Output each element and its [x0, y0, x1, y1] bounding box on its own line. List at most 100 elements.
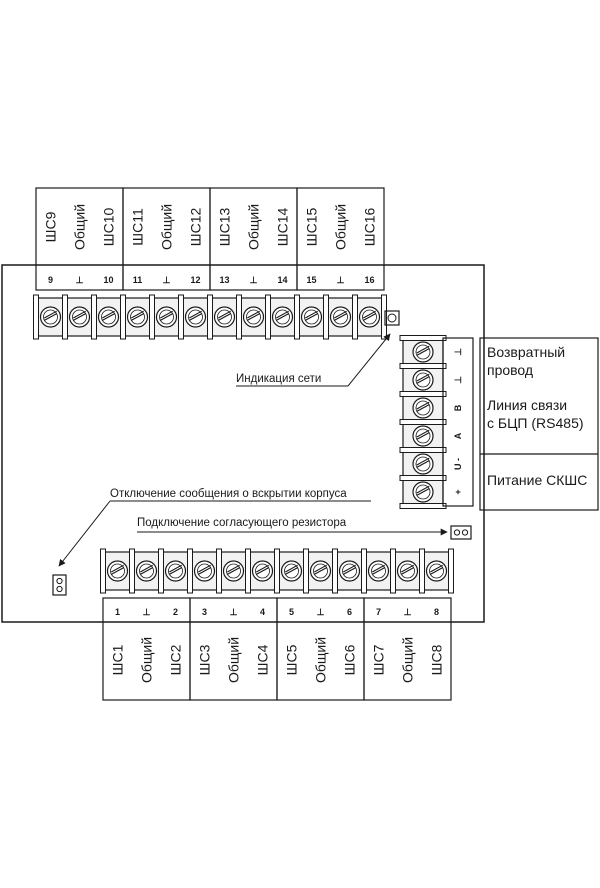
top-terminal-separator: [120, 294, 126, 340]
right-terminal-screw-3-slot-a: [416, 404, 430, 412]
top-terminal-screw-1-slot-a: [44, 313, 57, 321]
top-terminal-separator: [149, 294, 155, 340]
network-indication-arrow: [347, 333, 391, 387]
right-terminal-marking: А: [453, 432, 463, 439]
bottom-terminal-screw-3-slot-b: [169, 564, 182, 573]
right-terminal-screw-6-slot-b: [416, 485, 430, 494]
top-terminal-separator: [265, 294, 271, 340]
top-terminal-separator: [294, 294, 300, 340]
right-terminal-strip: ⊥⊥ВАU -+: [399, 335, 474, 509]
bottom-terminal-screw-10-rim: [371, 563, 386, 579]
right-terminal-screw-5-slot-a: [416, 460, 430, 468]
top-terminal-separator: [381, 294, 387, 340]
bottom-terminal-number: 6: [347, 607, 352, 617]
tamper-jumper: [52, 574, 67, 596]
bottom-terminal-screw-3-rim: [168, 563, 183, 579]
top-terminal-strip: [33, 294, 387, 340]
bottom-line-label: Общий: [226, 637, 242, 683]
right-terminal-separator: [399, 391, 447, 397]
bottom-line-label: ШС5: [284, 644, 300, 675]
bottom-terminal-screw-6-slot-b: [256, 564, 269, 573]
top-terminal-screw-4-slot-a: [131, 313, 144, 321]
bottom-terminal-strip: [100, 548, 454, 594]
top-terminal-screw-2-slot-a: [73, 313, 86, 321]
bottom-terminal-separator: [361, 548, 367, 594]
top-line-label: ШС13: [217, 208, 233, 247]
right-terminal-marking: U -: [453, 458, 463, 470]
bottom-terminal-screw-3-slot-a: [169, 567, 182, 575]
bottom-terminal-screw-10-slot-b: [372, 564, 385, 573]
bottom-terminal-screw-2-slot-b: [140, 564, 153, 573]
top-terminal-screw-1-slot-b: [44, 310, 57, 319]
right-terminal-screw-3-slot-b: [416, 401, 430, 410]
bottom-terminal-screw-8-rim: [313, 563, 328, 579]
bottom-line-label: Общий: [400, 637, 416, 683]
top-terminal-number: ⊥: [163, 275, 171, 285]
bottom-terminal-separator: [274, 548, 280, 594]
top-terminal-number: 13: [219, 275, 229, 285]
top-terminal-screw-11-slot-a: [334, 313, 347, 321]
bottom-terminal-screw-1-slot-b: [111, 564, 124, 573]
bottom-line-label: ШС3: [197, 644, 213, 675]
top-terminal-screw-10-rim: [304, 309, 319, 325]
bottom-line-label: Общий: [313, 637, 329, 683]
resistor-label: Подключение согласующего резистора: [137, 517, 347, 529]
bottom-terminal-screw-2-slot-a: [140, 567, 153, 575]
top-terminal-screw-6-slot-b: [189, 310, 202, 319]
bottom-terminal-screw-2-rim: [139, 563, 154, 579]
bottom-terminal-screw-12-slot-a: [430, 567, 443, 575]
right-label-box: Возвратный провод Линия связи с БЦП (RS4…: [479, 337, 599, 511]
bottom-terminal-screw-5-slot-b: [227, 564, 240, 573]
top-terminal-screw-2-rim: [72, 309, 87, 325]
bottom-terminal-screw-7-rim: [284, 563, 299, 579]
top-terminal-number: ⊥: [337, 275, 345, 285]
top-line-label: Общий: [72, 204, 88, 250]
bottom-terminal-separator: [216, 548, 222, 594]
top-line-label: Общий: [333, 204, 349, 250]
bottom-terminal-separator: [419, 548, 425, 594]
top-line-label: Общий: [159, 204, 175, 250]
right-terminal-marking: ⊥: [453, 348, 463, 356]
bottom-terminal-screw-9-rim: [342, 563, 357, 579]
bottom-terminal-separator: [245, 548, 251, 594]
top-terminal-screw-9-slot-b: [276, 310, 289, 319]
bottom-terminal-separator: [187, 548, 193, 594]
bottom-terminal-separator: [303, 548, 309, 594]
right-terminal-separator: [399, 503, 447, 509]
bottom-terminal-screw-4-slot-b: [198, 564, 211, 573]
top-line-label: ШС11: [130, 208, 146, 246]
bottom-terminal-number: 5: [289, 607, 294, 617]
bottom-line-label: ШС8: [429, 644, 445, 675]
top-terminal-screw-7-slot-b: [218, 310, 231, 319]
right-terminal-separator: [399, 363, 447, 369]
top-terminal-number: ⊥: [76, 275, 84, 285]
right-terminal-screw-3-rim: [415, 400, 431, 416]
top-terminal-separator: [62, 294, 68, 340]
bottom-terminal-screw-7-slot-b: [285, 564, 298, 573]
top-line-label: Общий: [246, 204, 262, 250]
top-terminal-screw-12-slot-b: [363, 310, 376, 319]
bottom-terminal-screw-11-slot-b: [401, 564, 414, 573]
right-terminal-screw-1-slot-b: [416, 345, 430, 354]
top-line-label: ШС16: [362, 208, 378, 247]
bottom-terminal-screw-5-slot-a: [227, 567, 240, 575]
top-terminal-screw-3-slot-b: [102, 310, 115, 319]
tamper-jumper-pin-2: [56, 585, 63, 593]
right-terminal-marking: +: [453, 489, 463, 494]
top-terminal-separator: [178, 294, 184, 340]
top-terminal-separator: [207, 294, 213, 340]
right-terminal-screw-5-rim: [415, 456, 431, 472]
bottom-terminal-separator: [100, 548, 106, 594]
top-terminal-screw-4-slot-b: [131, 310, 144, 319]
bottom-terminal-number: 2: [173, 607, 178, 617]
bottom-terminal-number: 4: [260, 607, 265, 617]
bottom-terminal-screw-6-rim: [255, 563, 270, 579]
top-line-label: ШС14: [275, 208, 291, 247]
bottom-terminal-number: 8: [434, 607, 439, 617]
right-terminal-screw-2-slot-b: [416, 373, 430, 382]
right-terminal-screw-4-slot-a: [416, 432, 430, 440]
bottom-line-label: ШС1: [110, 644, 126, 675]
right-terminal-screw-4-slot-b: [416, 429, 430, 438]
bottom-terminal-number: ⊥: [143, 607, 151, 617]
